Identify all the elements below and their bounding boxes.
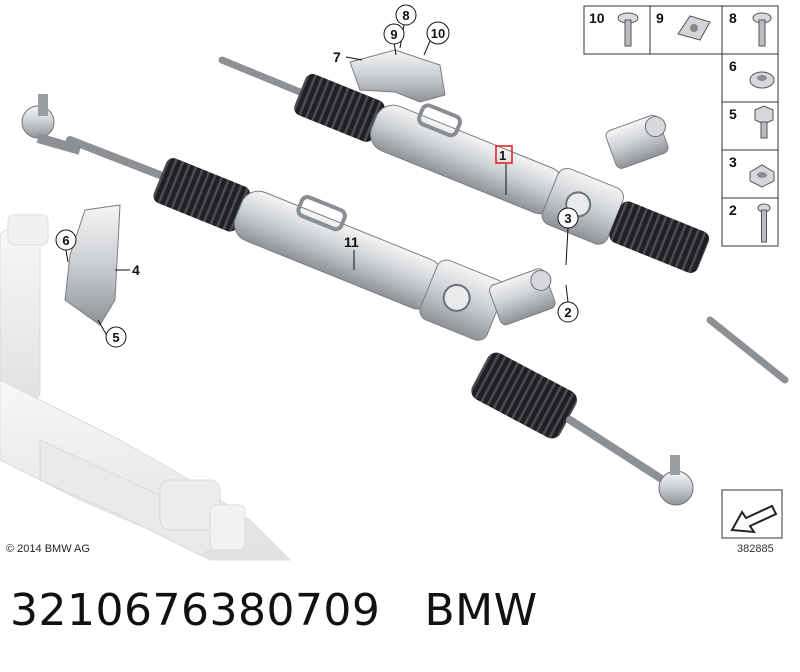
svg-text:8: 8 xyxy=(402,8,409,23)
valve-body-lower xyxy=(419,259,506,341)
callout-10: 10 xyxy=(426,21,450,45)
legend-label-8: 8 xyxy=(729,10,737,26)
legend-label-9: 9 xyxy=(656,10,664,26)
callout-2: 2 xyxy=(557,301,579,323)
callout-6: 6 xyxy=(55,229,77,251)
heat-shield xyxy=(349,49,446,103)
svg-text:5: 5 xyxy=(112,330,119,345)
callout-5: 5 xyxy=(105,326,127,348)
fastener-legend: 10 9 8 6 5 3 xyxy=(583,5,779,247)
callout-3: 3 xyxy=(557,207,579,229)
long-bolt-icon xyxy=(757,203,771,243)
part-number: 3210676380709 xyxy=(10,585,381,636)
boot-lower-left xyxy=(153,158,251,232)
leader-lines xyxy=(65,24,569,335)
callout-8: 8 xyxy=(395,4,417,26)
flange-nut-icon xyxy=(749,71,775,89)
tie-rod-upper-right xyxy=(706,316,789,384)
legend-label-2: 2 xyxy=(729,202,737,218)
tie-rod-end-right xyxy=(658,455,694,506)
boot-lower-right xyxy=(471,352,577,439)
legend-label-10: 10 xyxy=(589,10,605,26)
svg-text:11: 11 xyxy=(344,234,359,250)
svg-text:2: 2 xyxy=(564,305,571,320)
svg-text:4: 4 xyxy=(132,262,140,278)
svg-text:6: 6 xyxy=(62,233,69,248)
steering-rack-lower xyxy=(21,94,694,506)
tie-rod-end-left xyxy=(21,94,82,155)
bolt-icon xyxy=(617,12,639,47)
legend-label-6: 6 xyxy=(729,58,737,74)
hex-bolt-icon xyxy=(754,105,774,139)
hex-nut-icon xyxy=(749,164,775,188)
svg-text:7: 7 xyxy=(333,49,341,65)
copyright-text: © 2014 BMW AG xyxy=(6,543,90,555)
legend-cell-10 xyxy=(583,5,651,55)
legend-label-3: 3 xyxy=(729,154,737,170)
rack-housing-lower xyxy=(234,190,443,310)
boot-upper-left xyxy=(294,74,385,142)
caption: 3210676380709 BMW xyxy=(10,585,790,645)
diagram-number: 382885 xyxy=(737,543,774,555)
callout-1-label: 1 xyxy=(499,148,506,163)
screw-icon xyxy=(752,12,772,47)
clip-nut-icon xyxy=(677,15,711,41)
callout-1: 1 xyxy=(495,145,513,164)
legend-cell-8 xyxy=(721,5,779,55)
brand-name: BMW xyxy=(424,585,538,636)
tie-rod-upper-left xyxy=(218,56,304,96)
protective-sleeve xyxy=(64,204,121,326)
svg-text:3: 3 xyxy=(564,211,571,226)
callout-4: 4 xyxy=(132,262,140,278)
direction-arrow-icon xyxy=(730,504,778,534)
parts-diagram: 1 3 2 6 5 4 7 8 9 10 11 10 xyxy=(0,4,789,561)
callout-1-highlight-box xyxy=(495,145,513,164)
tie-rod-lower-left xyxy=(66,136,164,179)
svg-text:10: 10 xyxy=(431,26,445,41)
callout-7: 7 xyxy=(333,49,341,65)
callout-9: 9 xyxy=(383,23,405,45)
rack-housing-upper xyxy=(370,104,564,215)
orientation-arrow-box xyxy=(721,489,783,539)
boot-upper-right xyxy=(609,201,710,273)
svg-text:9: 9 xyxy=(390,27,397,42)
callout-11: 11 xyxy=(344,234,359,250)
background-steering-column xyxy=(0,214,292,561)
tie-rod-lower-right xyxy=(566,416,664,482)
legend-label-5: 5 xyxy=(729,106,737,122)
